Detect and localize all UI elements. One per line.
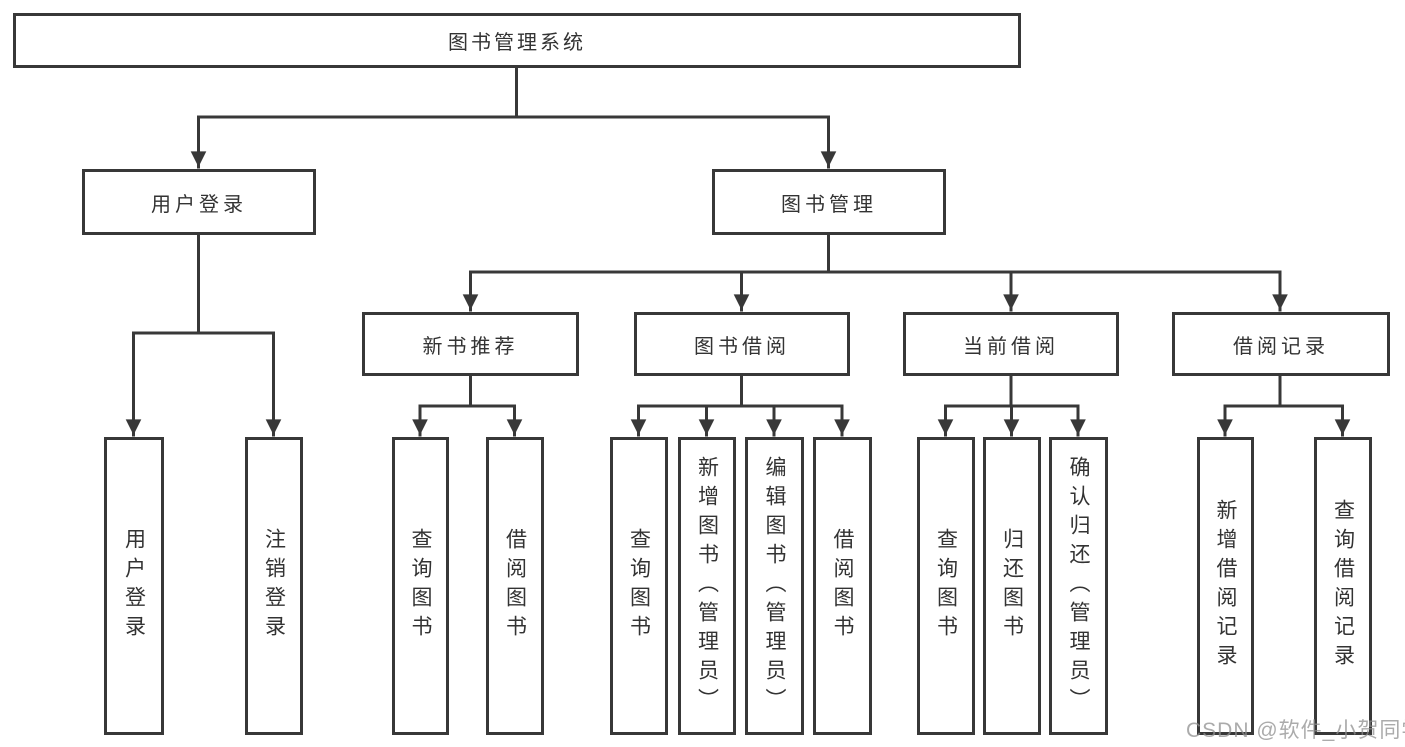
leaf-borrow-books: 借阅图书 (813, 437, 872, 735)
node-book-borrow: 图书借阅 (634, 312, 850, 376)
leaf-user-login: 用户登录 (104, 437, 164, 735)
edge-currentborrow-to-leaves (937, 374, 1086, 437)
edge-borrowrecord-to-leaves (1217, 374, 1351, 437)
edge-bookborrow-to-leaves (630, 374, 850, 437)
node-book-management: 图书管理 (712, 169, 946, 235)
leaf-return-books: 归还图书 (983, 437, 1041, 735)
csdn-watermark: CSDN @软件_小贺同学 (1186, 719, 1405, 742)
leaf-query-books-recommend: 查询图书 (392, 437, 449, 735)
leaf-borrow-books-recommend: 借阅图书 (486, 437, 544, 735)
leaf-query-books-borrow: 查询图书 (610, 437, 668, 735)
leaf-confirm-return-admin: 确认归还（管理员） (1049, 437, 1108, 735)
leaf-logout: 注销登录 (245, 437, 303, 735)
node-current-borrow: 当前借阅 (903, 312, 1119, 376)
edge-bookmgmt-to-level3 (462, 232, 1288, 312)
edge-root-to-level2 (190, 65, 837, 169)
leaf-edit-books-admin: 编辑图书（管理员） (745, 437, 804, 735)
leaf-query-borrow-record: 查询借阅记录 (1314, 437, 1372, 735)
node-new-book-recommend: 新书推荐 (362, 312, 579, 376)
node-user-login: 用户登录 (82, 169, 316, 235)
leaf-query-books-current: 查询图书 (917, 437, 975, 735)
node-library-management-system: 图书管理系统 (13, 13, 1021, 68)
leaf-add-books-admin: 新增图书（管理员） (678, 437, 736, 735)
edge-newbook-to-leaves (412, 374, 523, 437)
node-borrow-records: 借阅记录 (1172, 312, 1390, 376)
leaf-add-borrow-record: 新增借阅记录 (1197, 437, 1254, 735)
edge-userlogin-to-leaves (125, 232, 282, 437)
